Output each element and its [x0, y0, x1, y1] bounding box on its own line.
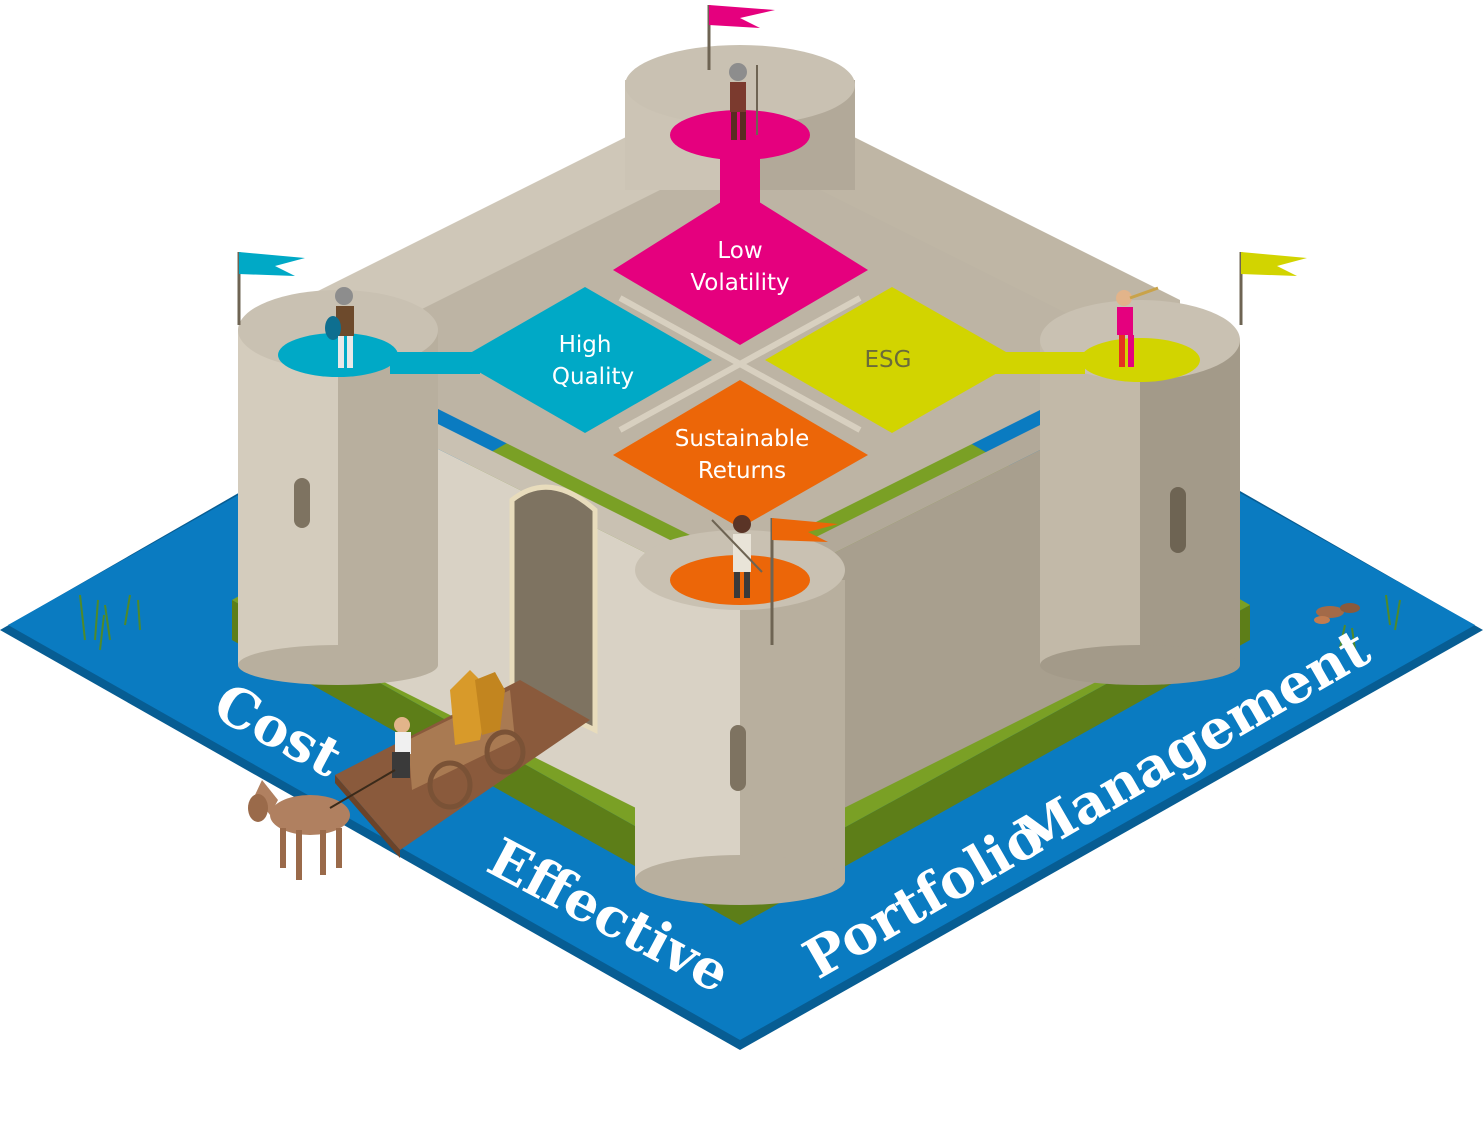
flag-bottom — [770, 518, 838, 645]
quadrant-bottom — [613, 380, 868, 528]
hay-cart — [392, 670, 526, 810]
quadrant-left-line2: Quality — [552, 364, 634, 390]
quadrant-top-line1: Low — [717, 238, 762, 264]
right-connector — [995, 352, 1085, 374]
guard-top-figure — [729, 63, 758, 140]
path-diagonal-b — [618, 295, 862, 433]
rocks-right — [1314, 603, 1360, 624]
tower-right — [1040, 300, 1240, 685]
flag-top — [707, 5, 775, 70]
quadrant-left — [458, 287, 712, 433]
quadrant-right-line1: ESG — [865, 347, 912, 373]
castle-gate — [509, 484, 598, 734]
peasant-front-figure — [711, 515, 763, 598]
quadrant-top — [613, 190, 868, 345]
knight-left-figure — [325, 287, 354, 368]
tower-front — [635, 530, 845, 905]
reeds-right — [1339, 594, 1401, 651]
horse — [248, 769, 396, 880]
courtyard-floor — [330, 150, 1150, 560]
left-connector — [390, 352, 480, 374]
quadrant-top-line2: Volatility — [690, 270, 789, 296]
quadrant-right — [765, 287, 1020, 433]
reeds-left — [79, 594, 141, 651]
quadrant-left-line1: High — [559, 332, 612, 358]
flag-left — [237, 252, 305, 325]
flag-right — [1239, 252, 1307, 325]
quadrant-bottom-line1: Sustainable — [675, 426, 809, 452]
trumpeter-right-figure — [1116, 286, 1159, 367]
quadrant-bottom-line2: Returns — [698, 458, 786, 484]
